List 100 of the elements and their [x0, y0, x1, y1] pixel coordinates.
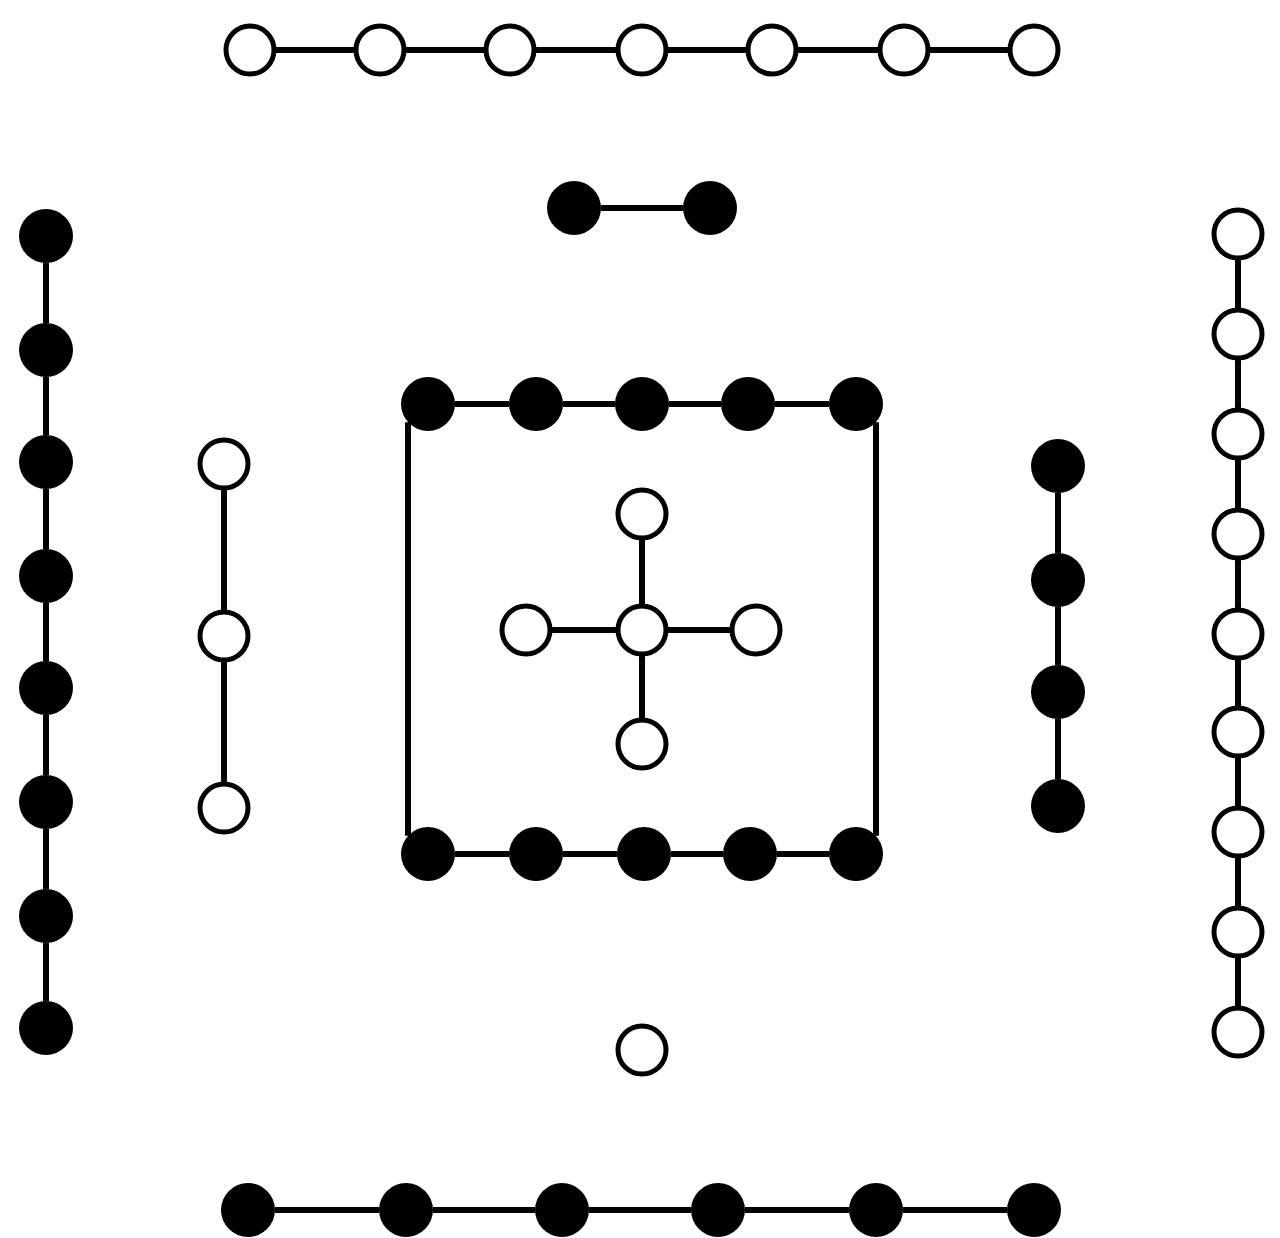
- hollow-dot: [1211, 407, 1265, 461]
- solid-dot: [19, 775, 73, 829]
- solid-dot: [401, 377, 455, 431]
- connector-line: [1235, 658, 1241, 708]
- solid-dot: [1031, 439, 1085, 493]
- hollow-dot: [1211, 307, 1265, 361]
- connector-line: [405, 422, 411, 836]
- hollow-dot: [729, 603, 783, 657]
- connector-line: [221, 660, 227, 784]
- solid-dot: [221, 1183, 275, 1237]
- connector-line: [903, 1207, 1007, 1213]
- connector-line: [639, 654, 645, 720]
- connector-line: [43, 603, 49, 661]
- hollow-dot: [353, 23, 407, 77]
- solid-dot: [379, 1183, 433, 1237]
- hollow-dot: [1211, 507, 1265, 561]
- connector-line: [43, 489, 49, 549]
- solid-dot: [683, 181, 737, 235]
- hollow-dot: [499, 603, 553, 657]
- connector-line: [873, 422, 879, 836]
- hollow-dot: [1007, 23, 1061, 77]
- connector-line: [666, 47, 748, 53]
- solid-dot: [1031, 779, 1085, 833]
- solid-dot: [509, 827, 563, 881]
- connector-line: [1235, 558, 1241, 610]
- solid-dot: [1031, 665, 1085, 719]
- solid-dot: [19, 435, 73, 489]
- hollow-dot: [223, 23, 277, 77]
- hollow-dot: [197, 437, 251, 491]
- solid-dot: [1007, 1183, 1061, 1237]
- hollow-dot: [1211, 705, 1265, 759]
- connector-line: [669, 401, 721, 407]
- hollow-dot: [1211, 207, 1265, 261]
- hollow-dot: [197, 781, 251, 835]
- solid-dot: [19, 209, 73, 263]
- connector-line: [796, 47, 880, 53]
- hollow-dot: [615, 487, 669, 541]
- solid-dot: [19, 549, 73, 603]
- hollow-dot: [1211, 905, 1265, 959]
- connector-line: [671, 851, 723, 857]
- connector-line: [745, 1207, 849, 1213]
- connector-line: [43, 943, 49, 1001]
- solid-dot: [509, 377, 563, 431]
- connector-line: [455, 851, 509, 857]
- solid-dot: [547, 181, 601, 235]
- connector-line: [589, 1207, 691, 1213]
- connector-line: [433, 1207, 535, 1213]
- connector-line: [639, 538, 645, 606]
- solid-dot: [723, 827, 777, 881]
- solid-dot: [721, 377, 775, 431]
- connector-line: [1235, 856, 1241, 908]
- connector-line: [1055, 719, 1061, 779]
- solid-dot: [19, 889, 73, 943]
- connector-line: [563, 401, 615, 407]
- hollow-dot: [483, 23, 537, 77]
- hollow-dot: [615, 1023, 669, 1077]
- solid-dot: [19, 323, 73, 377]
- connector-line: [1055, 493, 1061, 553]
- hollow-dot: [615, 603, 669, 657]
- connector-line: [43, 715, 49, 775]
- solid-dot: [849, 1183, 903, 1237]
- connector-line: [777, 851, 829, 857]
- solid-dot: [617, 827, 671, 881]
- solid-dot: [691, 1183, 745, 1237]
- hollow-dot: [1211, 805, 1265, 859]
- solid-dot: [19, 1001, 73, 1055]
- connector-line: [404, 47, 486, 53]
- connector-line: [601, 205, 683, 211]
- solid-dot: [829, 377, 883, 431]
- connector-line: [43, 377, 49, 435]
- hollow-dot: [1211, 607, 1265, 661]
- hollow-dot: [615, 23, 669, 77]
- hollow-dot: [1211, 1005, 1265, 1059]
- connector-line: [1235, 258, 1241, 310]
- solid-dot: [19, 661, 73, 715]
- connector-line: [1235, 358, 1241, 410]
- connector-line: [221, 488, 227, 612]
- connector-line: [1235, 458, 1241, 510]
- solid-dot: [535, 1183, 589, 1237]
- connector-line: [275, 1207, 379, 1213]
- connector-line: [550, 627, 618, 633]
- connector-line: [43, 829, 49, 889]
- solid-dot: [615, 377, 669, 431]
- connector-line: [1055, 607, 1061, 665]
- hollow-dot: [197, 609, 251, 663]
- connector-line: [534, 47, 618, 53]
- connector-line: [43, 263, 49, 323]
- connector-line: [928, 47, 1010, 53]
- connector-line: [563, 851, 617, 857]
- connector-line: [1235, 956, 1241, 1008]
- connector-line: [455, 401, 509, 407]
- solid-dot: [829, 827, 883, 881]
- solid-dot: [401, 827, 455, 881]
- solid-dot: [1031, 553, 1085, 607]
- hollow-dot: [877, 23, 931, 77]
- connector-line: [666, 627, 732, 633]
- connector-line: [274, 47, 356, 53]
- connector-line: [775, 401, 829, 407]
- connector-line: [1235, 756, 1241, 808]
- hollow-dot: [615, 717, 669, 771]
